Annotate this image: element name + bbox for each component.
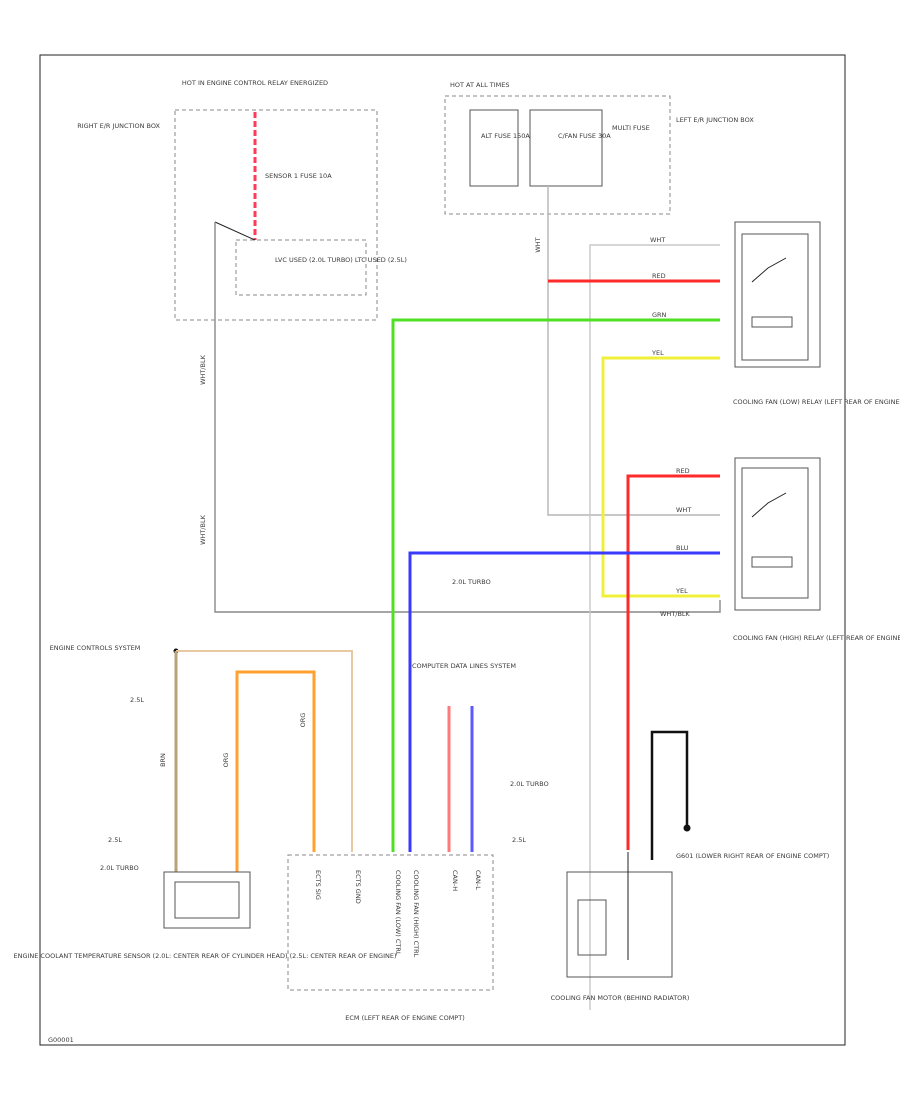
label-25l-c: 2.5L	[512, 836, 526, 844]
label-hot-in-engine: HOT IN ENGINE CONTROL RELAY ENERGIZED	[182, 79, 328, 87]
low-relay-outer	[734, 221, 821, 368]
label-high-relay: COOLING FAN (HIGH) RELAY (LEFT REAR OF E…	[733, 634, 900, 642]
wire-label-wht-high: WHT	[676, 506, 691, 514]
ecm-box	[287, 854, 494, 991]
sensor-link	[214, 221, 256, 241]
label-ect-sensor: ENGINE COOLANT TEMPERATURE SENSOR (2.0L:…	[13, 952, 396, 960]
high-relay-coil	[751, 556, 793, 568]
label-fan-motor: COOLING FAN MOTOR (BEHIND RADIATOR)	[551, 994, 690, 1002]
ecm-pin-4: COOLING FAN (HIGH) CTRL	[412, 870, 420, 958]
wire-label-org-2: ORG	[299, 713, 307, 728]
label-multi-fuse: MULTI FUSE	[612, 124, 650, 132]
ecm-pin-2: ECTS GND	[354, 870, 362, 904]
label-ground: G601 (LOWER RIGHT REAR OF ENGINE COMPT)	[676, 852, 829, 860]
org-wire	[235, 670, 316, 872]
cfan-fuse-box	[529, 109, 603, 187]
low-relay-coil	[751, 316, 793, 328]
wire-label-wht-blk-2: WHT/BLK	[199, 514, 207, 545]
lvc-inner-box	[235, 239, 367, 296]
label-25l-a: 2.5L	[130, 696, 144, 704]
label-ecm: ECM (LEFT REAR OF ENGINE COMPT)	[345, 1014, 464, 1022]
blu-wire	[408, 551, 720, 852]
ecm-pin-6: CAN-L	[474, 870, 482, 890]
high-relay-inner	[741, 467, 809, 599]
high-relay-switch	[751, 492, 787, 518]
ecm-pin-1: ECTS SIG	[314, 870, 322, 900]
wire-label-yel-high: YEL	[675, 587, 688, 595]
high-relay-outer	[734, 457, 821, 611]
wire-label-grn: GRN	[652, 311, 667, 319]
wire-label-wht-low: WHT	[650, 236, 665, 244]
label-cfan-fuse: C/FAN FUSE 30A	[558, 132, 611, 140]
blk-ground-wire	[650, 730, 689, 860]
wht-wire-fuse	[547, 186, 720, 516]
wire-label-blu: BLU	[676, 544, 689, 552]
low-relay-inner	[741, 233, 809, 361]
brn-wire-top	[176, 650, 353, 852]
wire-label-yel: YEL	[651, 349, 664, 357]
wht-wire-low	[589, 244, 720, 1010]
fan-motor-box	[566, 871, 673, 978]
battery-fuse-box	[444, 95, 671, 215]
label-25l-b: 2.5L	[108, 836, 122, 844]
label-alt-fuse: ALT FUSE 150A	[481, 132, 530, 140]
wire-label-org: ORG	[222, 753, 230, 768]
label-left-jb: LEFT E/R JUNCTION BOX	[676, 116, 754, 124]
label-computer-data: COMPUTER DATA LINES SYSTEM	[412, 662, 516, 670]
label-20-turbo-c: 2.0L TURBO	[510, 780, 549, 788]
fan-motor-resistor	[577, 899, 607, 956]
label-20-turbo-b: 2.0L TURBO	[100, 864, 139, 872]
wire-label-wht-blk: WHT/BLK	[199, 354, 207, 385]
label-lvc-notes: LVC USED (2.0L TURBO) LTC USED (2.5L)	[275, 256, 407, 264]
ecm-pin-5: CAN-H	[451, 870, 459, 891]
label-engine-controls: ENGINE CONTROLS SYSTEM	[50, 644, 141, 652]
label-hot-at-battery: HOT AT ALL TIMES	[450, 81, 510, 89]
diagram-border	[39, 54, 846, 1046]
ect-sensor-inner	[174, 881, 240, 919]
label-sensor-fuse: SENSOR 1 FUSE 10A	[265, 172, 332, 180]
red-wire-high	[626, 474, 720, 850]
ecm-pin-3: COOLING FAN (LOW) CTRL	[394, 870, 402, 956]
wht-blk-wire	[214, 222, 721, 613]
wire-label-brn: BRN	[159, 753, 167, 767]
wire-label-wht-blk-3: WHT/BLK	[660, 610, 691, 618]
footer-code: G00001	[48, 1036, 74, 1044]
label-low-relay: COOLING FAN (LOW) RELAY (LEFT REAR OF EN…	[733, 398, 900, 406]
right-junction-box	[174, 109, 378, 321]
label-20-turbo: 2.0L TURBO	[452, 578, 491, 586]
ground-dot	[683, 824, 691, 832]
grn-wire	[391, 318, 720, 852]
label-right-jb: RIGHT E/R JUNCTION BOX	[77, 122, 160, 130]
low-relay-switch	[751, 257, 787, 283]
wire-label-red-high: RED	[676, 467, 690, 475]
ect-sensor-box	[163, 871, 251, 929]
wire-label-red-low: RED	[652, 272, 666, 280]
yel-wire	[601, 356, 720, 598]
wire-label-wht-fuse: WHT	[534, 237, 542, 252]
alt-fuse-box	[469, 109, 519, 187]
